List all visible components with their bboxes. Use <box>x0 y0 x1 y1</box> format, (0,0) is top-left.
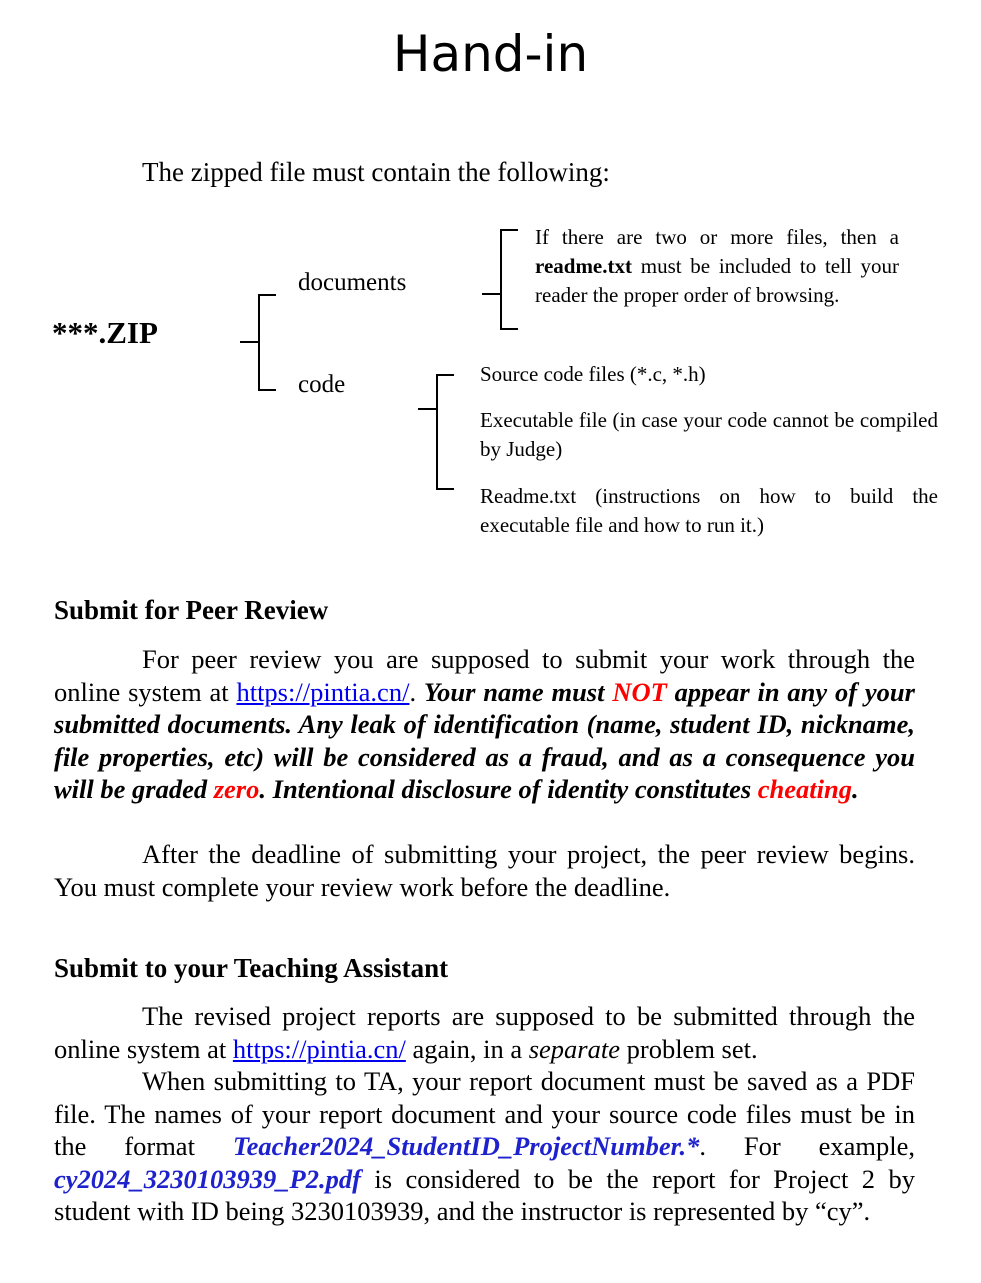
zip-root-label: ***.ZIP <box>52 315 158 350</box>
branch-label-documents: documents <box>298 269 407 296</box>
zip-brace-connector <box>240 341 260 343</box>
code-brace <box>436 374 454 490</box>
heading-teaching-assistant: Submit to your Teaching Assistant <box>54 953 449 983</box>
filename-example: cy2024_3230103939_P2.pdf <box>54 1163 361 1194</box>
filename-format: Teacher2024_StudentID_ProjectNumber.* <box>232 1131 700 1161</box>
page-title: Hand-in <box>392 25 589 83</box>
documents-item: If there are two or more files, then a r… <box>535 225 899 307</box>
ta-paragraph-2: When submitting to TA, your report docum… <box>54 1066 915 1226</box>
branch-label-code: code <box>298 371 346 398</box>
code-item-source: Source code files (*.c, *.h) <box>480 362 706 386</box>
intro-text: The zipped file must contain the followi… <box>142 157 610 187</box>
peer-paragraph-2: After the deadline of submitting your pr… <box>54 839 915 902</box>
warning-zero: zero <box>213 774 260 804</box>
code-item-executable: Executable file (in case your code canno… <box>480 408 938 461</box>
warning-not: NOT <box>612 676 667 707</box>
peer-paragraph-1: For peer review you are supposed to subm… <box>54 644 915 804</box>
heading-peer-review: Submit for Peer Review <box>54 595 329 625</box>
zip-brace <box>258 294 276 391</box>
code-brace-connector <box>418 408 438 410</box>
pintia-link[interactable]: https://pintia.cn/ <box>236 676 410 707</box>
documents-brace-connector <box>482 293 502 295</box>
ta-paragraph-1: The revised project reports are supposed… <box>54 1001 915 1064</box>
warning-cheating: cheating <box>757 774 853 804</box>
code-item-readme: Readme.txt (instructions on how to build… <box>480 484 938 537</box>
readme-filename: readme.txt <box>535 254 632 278</box>
pintia-link[interactable]: https://pintia.cn/ <box>232 1033 406 1064</box>
documents-brace <box>500 229 518 330</box>
